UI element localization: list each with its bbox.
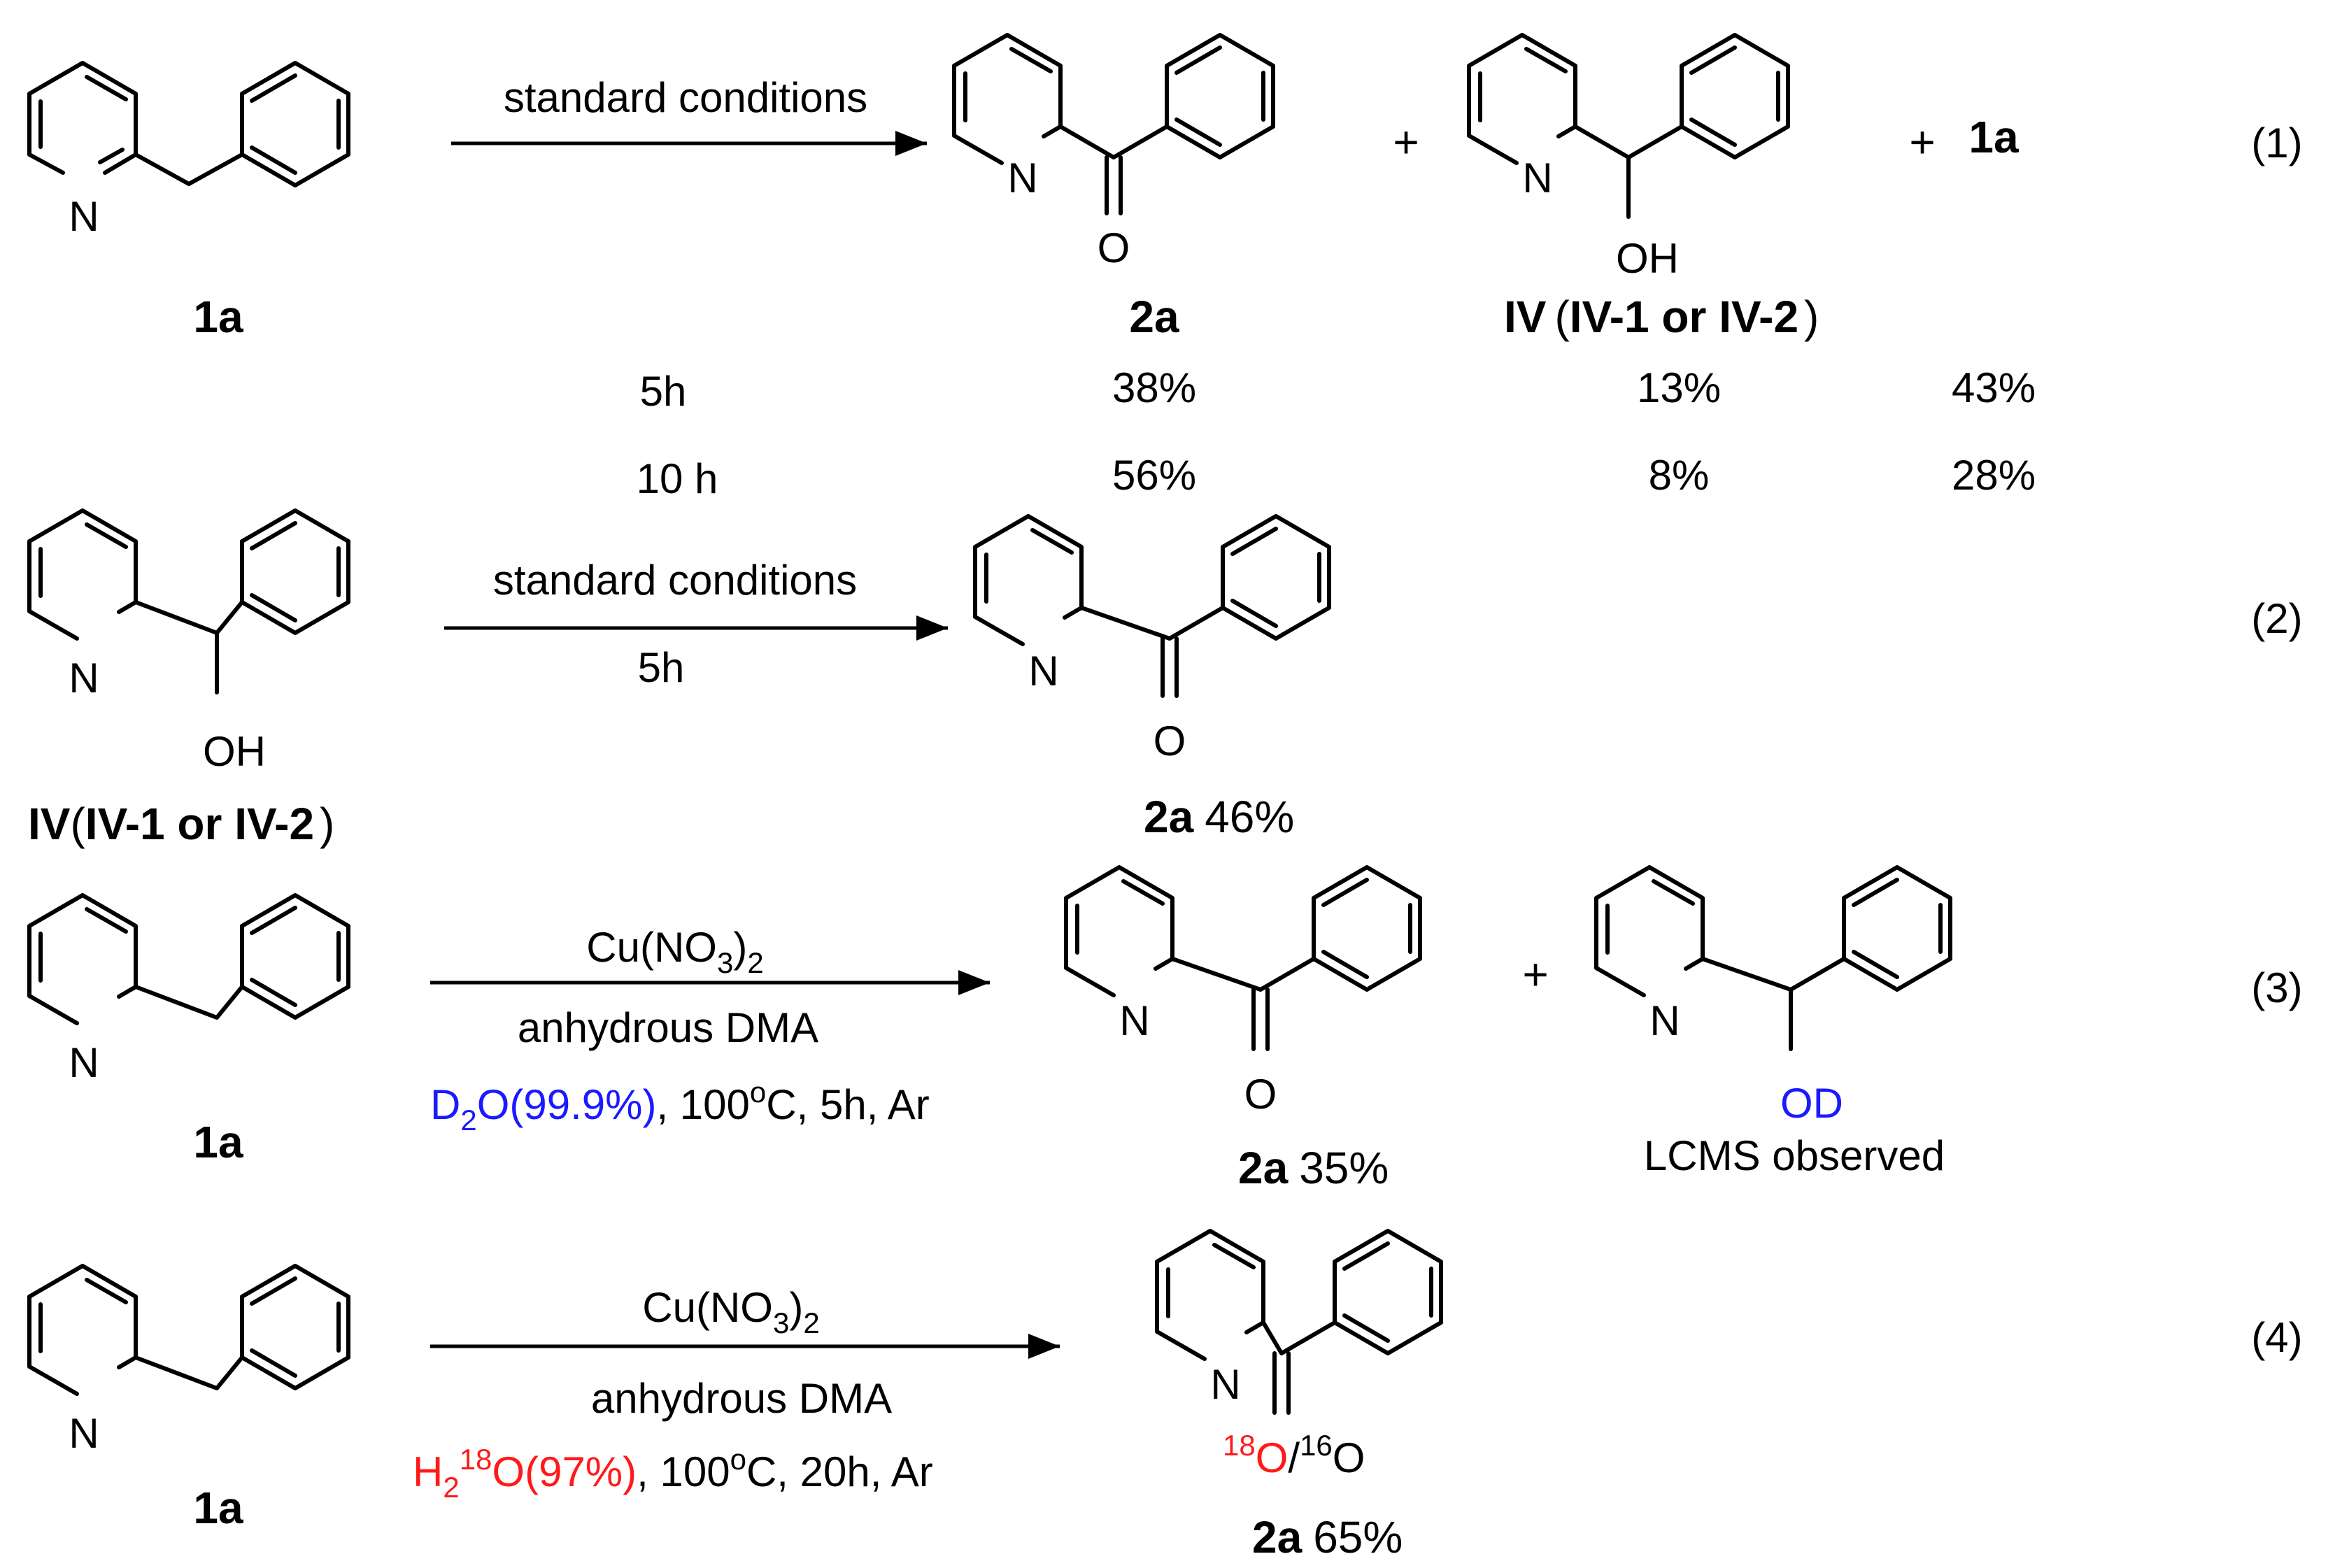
compound-label-iv: IV(IV-1 or IV-2): [28, 799, 334, 849]
time-label: 5h: [638, 644, 685, 691]
atom-od: OD: [1780, 1080, 1843, 1127]
reagent-label: standard conditions: [504, 74, 867, 121]
equation-number: (2): [2251, 595, 2302, 642]
atom-n: N: [1522, 155, 1552, 201]
plus-sign: +: [1522, 949, 1548, 999]
atom-n: N: [69, 655, 99, 701]
compound-label-2a: 2a: [1129, 292, 1179, 342]
equation-number: (4): [2251, 1314, 2302, 1361]
atom-o: O: [1154, 718, 1186, 764]
benzoylpyridine-structure: N: [1155, 1229, 1443, 1415]
atom-n: N: [1028, 648, 1058, 694]
reagent-catalyst: Cu(NO3)2: [642, 1284, 819, 1339]
atom-o: O: [1244, 1071, 1277, 1118]
atom-o: O: [1098, 224, 1130, 271]
reaction-2: N OH IV(IV-1 or IV-2) standard condition…: [27, 508, 2303, 849]
compound-label-1a: 1a: [193, 292, 243, 342]
atom-n: N: [1210, 1361, 1240, 1408]
carbinol-structure: N OH: [1467, 33, 1790, 282]
compound-label-1a: 1a: [193, 1483, 243, 1533]
reaction-4: N 1a Cu(NO3)2 anhydrous DMA H218O(97%), …: [27, 1229, 2303, 1562]
benzoylpyridine-structure: N O: [952, 33, 1275, 271]
reagent-conditions: D2O(99.9%), 100oC, 5h, Ar: [430, 1076, 930, 1136]
benzylpyridine-structure: N: [27, 61, 350, 240]
equation-number: (1): [2251, 120, 2302, 166]
yield-cell: 8%: [1649, 452, 1710, 499]
reagent-conditions: H218O(97%), 100oC, 20h, Ar: [413, 1443, 933, 1504]
yield-cell: 56%: [1112, 452, 1196, 499]
atom-n: N: [1119, 997, 1149, 1044]
plus-sign: +: [1909, 117, 1935, 167]
isotope-label: 18O/16O: [1223, 1429, 1365, 1481]
yield-row: 5h 38% 13% 43%: [640, 364, 2036, 415]
benzylpyridine-structure: N: [27, 893, 350, 1086]
benzoylpyridine-structure: N O: [973, 514, 1331, 764]
benzylpyridine-structure: N: [27, 1264, 350, 1457]
yield-cell: 13%: [1637, 364, 1721, 411]
reaction-1: N 1a standard conditions N O 2a + N O: [27, 33, 2303, 502]
time-cell: 10 h: [637, 455, 718, 502]
yield-cell: 28%: [1952, 452, 2036, 499]
reagent-label: standard conditions: [493, 557, 857, 604]
atom-oh: OH: [203, 728, 266, 775]
compound-label-1a: 1a: [193, 1117, 243, 1167]
plus-sign: +: [1393, 117, 1419, 167]
reagent-solvent: anhydrous DMA: [518, 1004, 818, 1051]
equation-number: (3): [2251, 964, 2302, 1011]
atom-n: N: [69, 1039, 99, 1086]
atom-n: N: [1649, 997, 1680, 1044]
lcms-note: LCMS observed: [1644, 1132, 1945, 1179]
reagent-solvent: anhydrous DMA: [591, 1375, 892, 1422]
time-cell: 5h: [640, 368, 687, 415]
deuterated-carbinol-structure: N OD: [1594, 865, 1952, 1127]
atom-n: N: [69, 193, 99, 240]
compound-label-iv: IV(IV-1 or IV-2): [1504, 292, 1819, 342]
recovered-label-1a: 1a: [1968, 112, 2019, 162]
reaction-3: N 1a Cu(NO3)2 anhydrous DMA D2O(99.9%), …: [27, 865, 2303, 1193]
atom-n: N: [1007, 155, 1037, 201]
atom-n: N: [69, 1410, 99, 1457]
carbinol-structure: N OH: [27, 508, 350, 775]
atom-oh: OH: [1616, 235, 1679, 282]
benzoylpyridine-structure: N O: [1064, 865, 1422, 1118]
yield-cell: 38%: [1112, 364, 1196, 411]
yield-row: 10 h 56% 8% 28%: [637, 452, 2036, 502]
reagent-catalyst: Cu(NO3)2: [586, 924, 763, 979]
yield-cell: 43%: [1952, 364, 2036, 411]
